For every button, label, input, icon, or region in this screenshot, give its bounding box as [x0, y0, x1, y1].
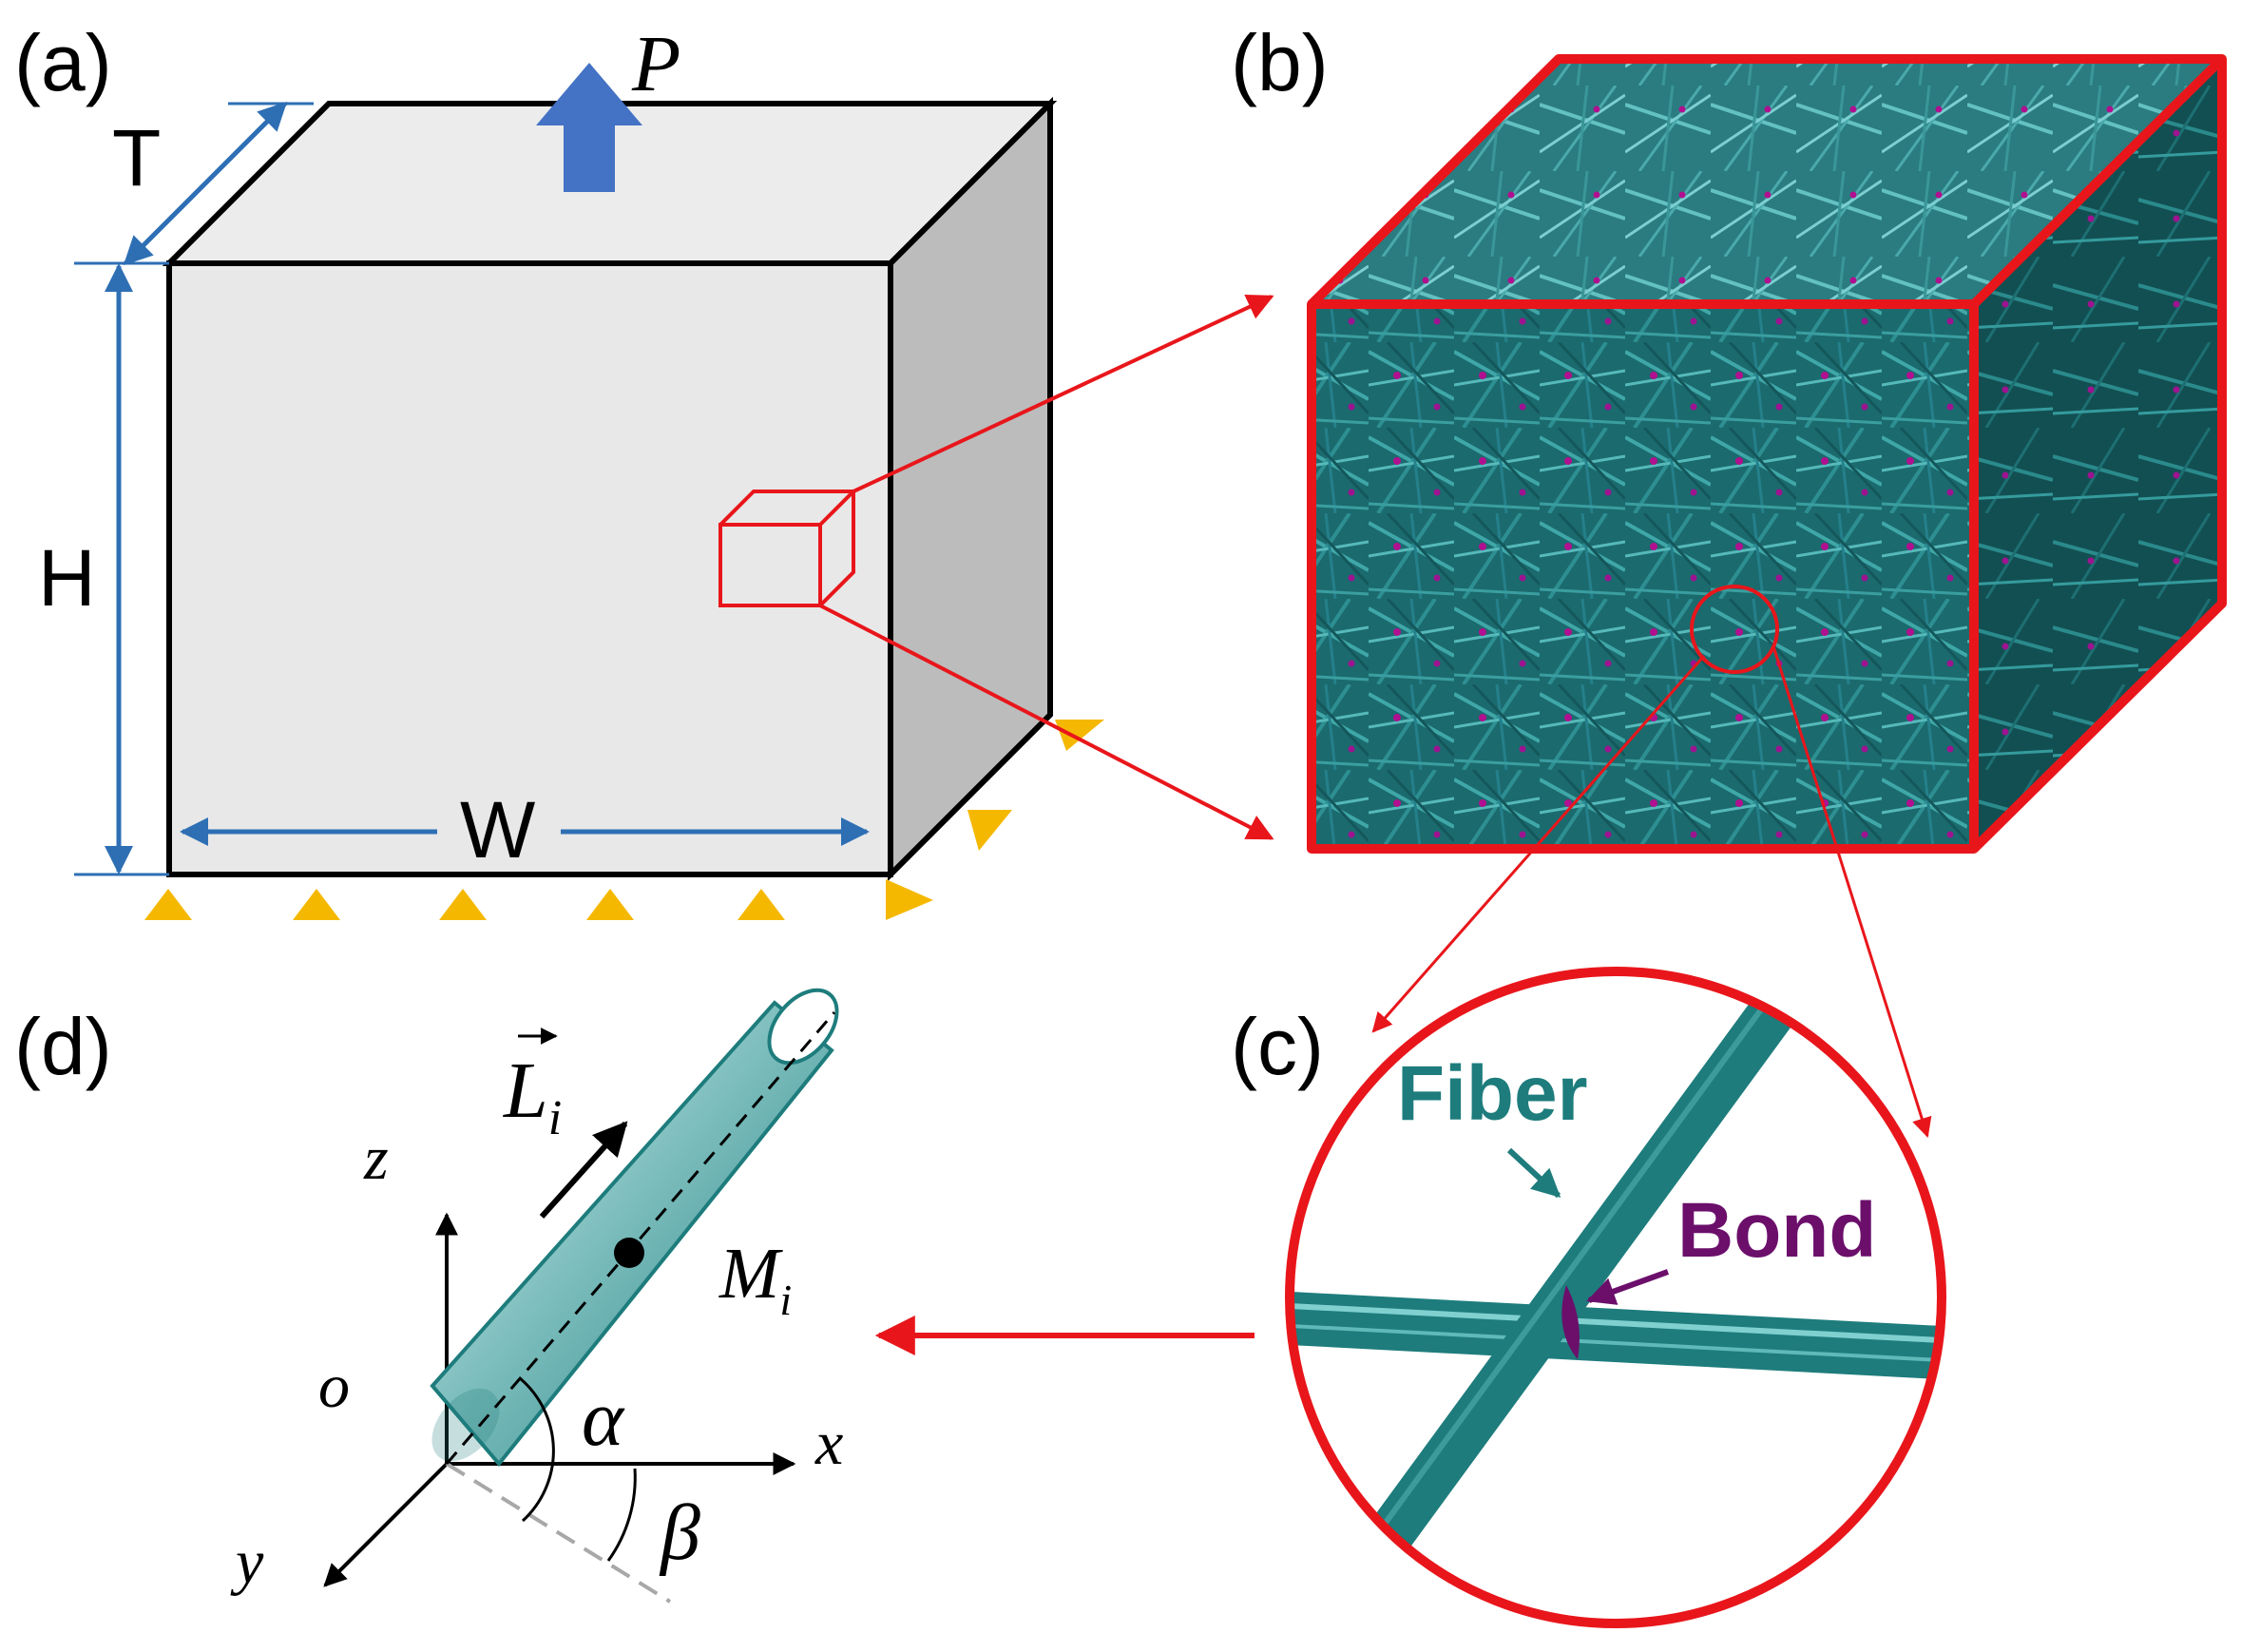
angle-alpha-arc: [519, 1376, 555, 1523]
panel-a: (a) P T H W: [14, 18, 1104, 920]
angle-alpha-label: α: [582, 1374, 625, 1463]
panel-label-d: (d): [14, 1002, 112, 1091]
axis-y: [323, 1462, 449, 1587]
rve-top-face: [1312, 59, 2222, 304]
zoom-arrow-c-left: [1371, 655, 1706, 1033]
fiber-pointer: [1506, 1147, 1561, 1199]
panel-c: (c) Fiber Bond: [874, 967, 1946, 1628]
origin-label: o: [318, 1352, 350, 1421]
fiber-label: Fiber: [1397, 1050, 1587, 1137]
panel-d: (d) z x y o Li Mi α β: [14, 988, 843, 1604]
rve-marker: [718, 490, 858, 607]
projection-line: [445, 1462, 672, 1604]
direction-vector-arrow: [539, 1121, 628, 1220]
dimension-w-label: W: [460, 785, 535, 874]
axis-x-label: x: [814, 1409, 843, 1478]
angle-beta-arc: [606, 1468, 637, 1562]
bond-pointer: [1586, 1269, 1670, 1305]
dimension-t-label: T: [112, 113, 161, 202]
load-arrow: [536, 63, 642, 192]
zoom-arrow-upper: [852, 294, 1274, 493]
axis-z-label: z: [363, 1124, 389, 1193]
horizontal-fiber: [1290, 1290, 1942, 1381]
diagonal-fiber: [1311, 971, 1830, 1623]
block-front-face: [166, 260, 893, 877]
panel-label-b: (b): [1231, 18, 1329, 107]
rve-front-face: [1312, 304, 1974, 849]
midpoint-dot: [614, 1238, 644, 1268]
panel-label-c: (c): [1231, 1002, 1324, 1091]
panel-label-a: (a): [14, 18, 112, 107]
rve-side-face: [1974, 59, 2222, 849]
bond-highlight-circle: [1690, 585, 1779, 674]
bond-label: Bond: [1677, 1187, 1876, 1274]
fiber-cylinder: [430, 988, 839, 1468]
midpoint-m-label: Mi: [718, 1234, 792, 1324]
bond-shape: [1561, 1285, 1580, 1359]
load-label-p: P: [631, 20, 680, 108]
zoom-arrow-c-right: [1772, 645, 1932, 1139]
support-triangles: [144, 720, 1104, 920]
dimension-h-label: H: [38, 533, 96, 623]
zoom-arrow-lower: [819, 604, 1274, 840]
axis-y-label: y: [230, 1527, 264, 1597]
zoom-circle-outline: [1285, 967, 1946, 1628]
angle-beta-label: β: [659, 1489, 700, 1577]
panel-b: (b): [819, 18, 2227, 1139]
vector-l-label: Li: [503, 1047, 562, 1145]
dimension-t-arrow: [123, 101, 288, 266]
rve-outline: [1307, 54, 2227, 854]
